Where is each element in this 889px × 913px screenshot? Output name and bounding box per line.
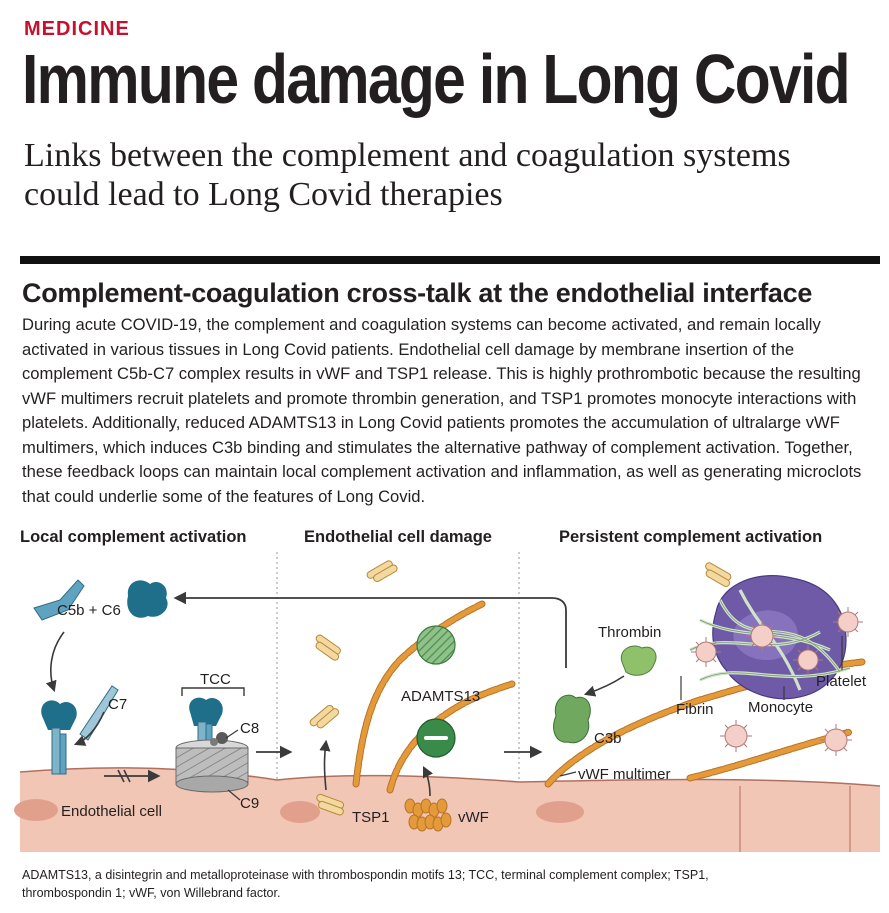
platelet-label: Platelet [816, 673, 867, 690]
vwf-multimer-label: vWF multimer [578, 766, 671, 783]
c3b-label: C3b [594, 730, 622, 747]
damage-arrow [104, 769, 161, 783]
subhead: Links between the complement and coagula… [24, 137, 791, 213]
arrow-c5b-to-insertion [45, 631, 65, 693]
c8-leader [225, 729, 239, 739]
panel-summary: During acute COVID-19, the complement an… [22, 315, 862, 506]
c7-protein [79, 685, 119, 741]
c9-label: C9 [240, 795, 259, 812]
vwf-multimer-leader [559, 771, 577, 777]
tcc-bracket [181, 687, 245, 696]
fibrin-label: Fibrin [676, 701, 714, 718]
arrow-thrombin [583, 675, 625, 697]
monocyte-label: Monocyte [748, 699, 813, 716]
tsp1-molecules [309, 560, 732, 816]
thrombin-molecule [620, 645, 657, 676]
section-tag: MEDICINE [24, 18, 130, 40]
c5b-c6-label: C5b + C6 [57, 602, 121, 619]
vwf-label: vWF [458, 809, 489, 826]
adamts13-label: ADAMTS13 [401, 688, 480, 705]
arrow-tsp1-release [319, 739, 331, 791]
column-title-endothelial-damage: Endothelial cell damage [304, 528, 492, 546]
c8-label: C8 [240, 720, 259, 737]
arrow-vwf-release [422, 765, 434, 797]
c3b-molecule [553, 694, 591, 744]
tcc-complex [175, 697, 249, 793]
footnote: ADAMTS13, a disintegrin and metalloprote… [22, 868, 709, 900]
platelets [691, 607, 863, 756]
c5b-c6-complex [33, 579, 168, 621]
headline: Immune damage in Long Covid [22, 40, 851, 118]
c7-label: C7 [108, 696, 127, 713]
column-title-persistent-complement: Persistent complement activation [559, 528, 823, 546]
header-rule [20, 256, 880, 264]
adamts13-enzyme [416, 625, 456, 758]
c9-leader [227, 789, 241, 801]
arrow-c7-to-complex [73, 711, 105, 746]
tsp1-label: TSP1 [352, 809, 390, 826]
column-title-local-complement: Local complement activation [20, 528, 247, 546]
thrombin-label: Thrombin [598, 624, 661, 641]
tcc-label: TCC [200, 671, 231, 688]
c5b-c7-membrane-complex [41, 700, 77, 775]
vwf-granules [404, 798, 452, 832]
feedback-arrow [173, 591, 567, 668]
endothelium-layer [14, 767, 881, 852]
panel-title: Complement-coagulation cross-talk at the… [22, 278, 813, 308]
vwf-strands [352, 600, 516, 794]
endothelial-cell-label: Endothelial cell [61, 803, 162, 820]
mechanism-figure: C5b + C6 C7 TCC C8 C9 Endothelial cell [14, 552, 881, 852]
